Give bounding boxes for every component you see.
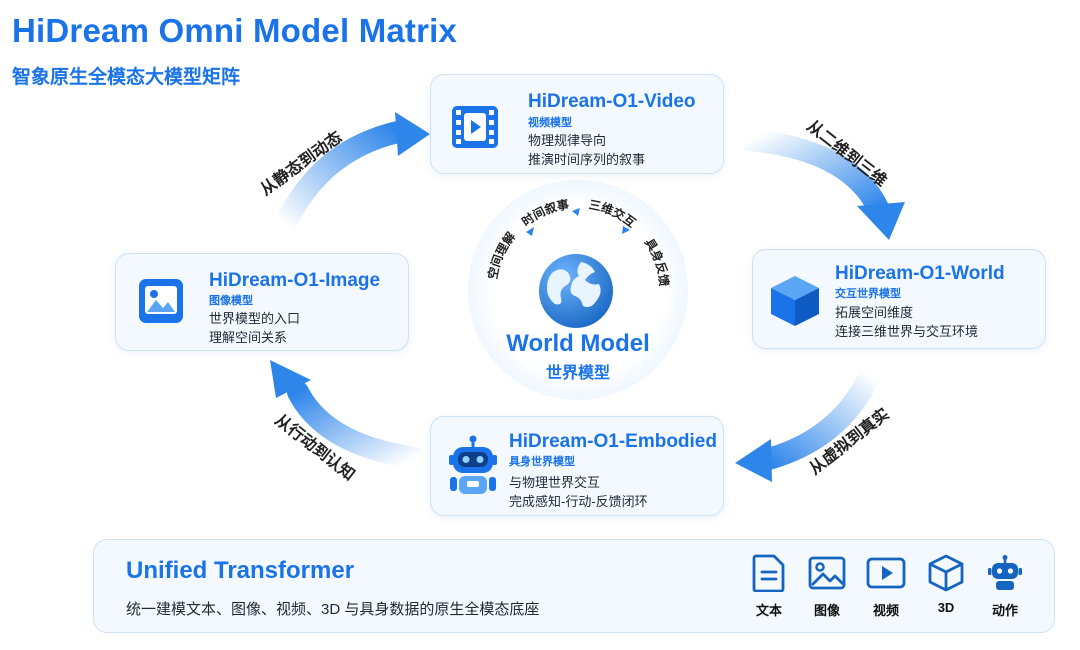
world-model-subtitle: 世界模型 [545,365,610,382]
card-embodied-name: HiDream-O1-Embodied [509,431,717,452]
document-icon [752,554,785,592]
arrowhead-action-to-cognition [270,360,311,398]
modality-image-label: 图像 [813,603,840,618]
unified-transformer-title: Unified Transformer [126,557,355,584]
arrow-two-to-three-d [739,129,889,219]
card-embodied-line1: 与物理世界交互 [509,475,601,490]
card-embodied-tag: 具身世界模型 [509,456,575,468]
world-model-title: World Model [506,330,650,357]
modality-text-label: 文本 [755,603,782,618]
arrow-action-to-cognition [287,381,426,469]
arrowhead-two-to-three-d [857,202,905,240]
card-image-line2: 理解空间关系 [209,330,288,345]
modality-video-label: 视频 [872,603,899,618]
card-world[interactable]: HiDream-O1-World 交互世界模型 拓展空间维度 连接三维世界与交互… [752,249,1046,349]
card-world-tag: 交互世界模型 [835,288,901,300]
unified-transformer-panel: Unified Transformer 统一建模文本、图像、视频、3D 与具身数… [93,539,1055,633]
modality-3d: 3D [923,554,969,615]
svg-text:具身反馈: 具身反馈 [642,236,672,287]
card-embodied-line2: 完成感知-行动-反馈闭环 [509,494,648,509]
robot-icon [449,435,497,494]
globe-icon [539,254,613,328]
card-world-name: HiDream-O1-World [835,263,1005,284]
card-video-tag: 视频模型 [528,117,572,129]
card-world-line1: 拓展空间维度 [835,305,914,320]
unified-transformer-description: 统一建模文本、图像、视频、3D 与具身数据的原生全模态底座 [126,601,540,618]
modality-image: 图像 [804,554,850,619]
arrow-static-to-dynamic [274,121,409,236]
world-model-ring: 空间理解 时间叙事 三维交互 具身反馈 [485,196,672,287]
card-image[interactable]: HiDream-O1-Image 图像模型 世界模型的入口 理解空间关系 [115,253,409,351]
card-video-name: HiDream-O1-Video [528,91,696,112]
modality-action: 动作 [982,554,1028,619]
svg-text:空间理解: 空间理解 [485,229,519,280]
play-icon [866,557,906,589]
page-title: HiDream Omni Model Matrix [12,12,458,49]
card-image-line1: 世界模型的入口 [209,311,301,326]
card-image-name: HiDream-O1-Image [209,270,381,291]
video-film-icon [452,106,498,148]
arrow-virtual-to-real [754,364,881,471]
ring-step-2: 时间叙事 [519,196,570,229]
ring-step-arrows [526,208,630,236]
ring-step-1: 空间理解 [485,229,519,280]
picture-icon [808,556,846,590]
arrowhead-virtual-to-real [735,439,772,482]
card-video-line2: 推演时间序列的叙事 [528,152,646,167]
card-video-line1: 物理规律导向 [528,133,607,148]
ring-step-4: 具身反馈 [642,236,672,287]
arrowhead-static-to-dynamic [395,112,430,156]
card-image-tag: 图像模型 [209,295,253,307]
card-world-line2: 连接三维世界与交互环境 [835,324,979,339]
svg-text:三维交互: 三维交互 [588,198,639,231]
card-embodied[interactable]: HiDream-O1-Embodied 具身世界模型 与物理世界交互 完成感知-… [430,416,724,516]
cube-outline-icon [928,554,964,592]
page-subtitle: 智象原生全模态大模型矩阵 [12,67,241,88]
card-video[interactable]: HiDream-O1-Video 视频模型 物理规律导向 推演时间序列的叙事 [430,74,724,174]
image-icon [139,279,183,323]
modality-3d-label: 3D [937,600,955,615]
modality-text: 文本 [746,554,792,619]
modality-video: 视频 [863,554,909,619]
svg-text:时间叙事: 时间叙事 [519,196,570,229]
cube-icon [771,276,819,326]
modality-action-label: 动作 [991,603,1018,618]
ring-step-3: 三维交互 [588,198,639,231]
robot-outline-icon [988,555,1022,590]
